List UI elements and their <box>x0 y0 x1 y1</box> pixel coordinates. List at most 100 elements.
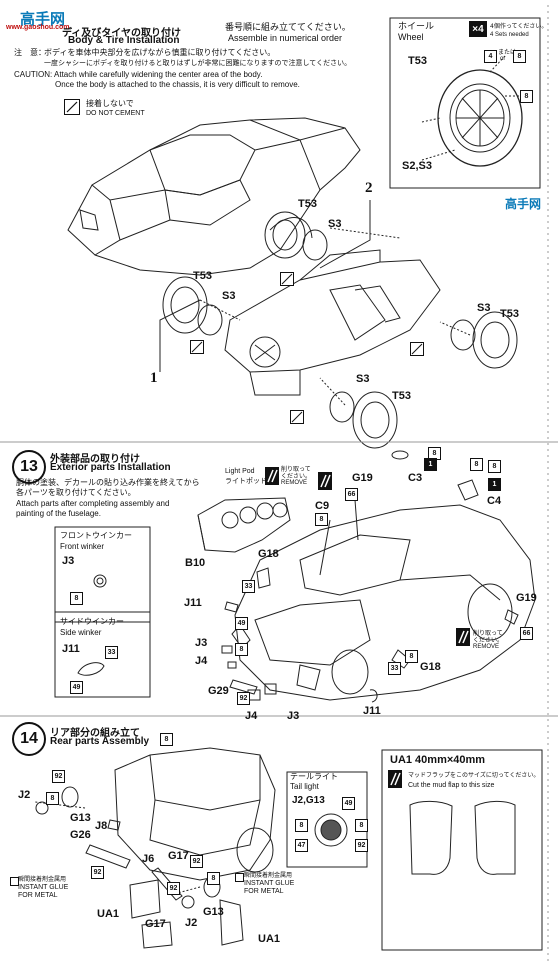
cut-icon <box>388 770 402 788</box>
label-t53-c: T53 <box>500 308 519 320</box>
color-chip-8: 8 <box>355 819 368 832</box>
step12-title-ja: ディ及びタイヤの取り付け <box>62 28 181 39</box>
watermark-chinese: 高手网 <box>20 10 66 28</box>
color-chip-33: 33 <box>388 662 401 675</box>
mud-flap-right <box>474 800 516 875</box>
car-exterior-outline <box>234 504 536 701</box>
label-g13-b: G13 <box>203 906 224 918</box>
color-chip-47: 47 <box>295 839 308 852</box>
instant-glue-en1-b: INSTANT GLUE <box>244 880 295 887</box>
label-s3-c: S3 <box>477 302 491 314</box>
remove-icon <box>456 628 470 646</box>
step13-note-en-2: painting of the fuselage. <box>16 509 101 518</box>
mud-flap-left <box>409 800 453 875</box>
step14-title-ja: リア部分の組み立て <box>50 728 140 739</box>
color-chip-92: 92 <box>91 866 104 879</box>
tail-light-en: Tail light <box>290 782 319 791</box>
color-chip-8: 8 <box>405 650 418 663</box>
remove-ja-2: ください。 <box>281 473 312 480</box>
step13-note-en-1: Attach parts after completing assembly a… <box>16 499 170 508</box>
label-s3-b: S3 <box>222 290 236 302</box>
front-winker-j3: J3 <box>62 555 75 567</box>
car-body-outline <box>67 117 361 276</box>
label-j11-b: J11 <box>363 705 381 717</box>
label-b10: B10 <box>185 557 206 569</box>
color-chip-8: 8 <box>520 90 533 103</box>
watermark-right: 高手网 <box>505 197 542 211</box>
color-chip-8: 8 <box>46 792 59 805</box>
color-chip-33: 33 <box>105 646 118 659</box>
label-c3: C3 <box>408 472 423 484</box>
label-s3-a: S3 <box>328 218 342 230</box>
step12-numerical-ja: 番号順に組み立ててください。 <box>225 23 351 33</box>
no-cement-icon <box>64 99 80 115</box>
wheel-or-ja: または <box>498 49 517 56</box>
glue-icon <box>10 877 19 886</box>
front-winker-ja: フロントウインカー <box>60 531 132 540</box>
label-c4: C4 <box>487 495 502 507</box>
color-chip-92: 92 <box>52 770 65 783</box>
label-g29: G29 <box>208 685 229 697</box>
label-g18-b: G18 <box>420 661 441 673</box>
label-j4-a: J4 <box>195 655 208 667</box>
label-j4-b: J4 <box>245 710 258 722</box>
instant-glue-en2-b: FOR METAL <box>244 888 284 895</box>
caution-ja-1: ボディを車体中央部分を広げながら慎重に取り付けてください。 <box>44 48 276 57</box>
glue-icon <box>235 873 244 882</box>
color-chip-66: 66 <box>345 488 358 501</box>
label-j2-b: J2 <box>185 917 198 929</box>
side-winker-j11: J11 <box>62 643 80 655</box>
mud-flap-ja: マッドフラップをこのサイズに切ってください。 <box>408 772 540 779</box>
color-chip-1: 1 <box>424 458 437 471</box>
remove-icon <box>265 467 279 485</box>
color-chip-49: 49 <box>342 797 355 810</box>
color-chip-8: 8 <box>207 872 220 885</box>
color-chip-1: 1 <box>488 478 501 491</box>
label-t53-d: T53 <box>392 390 411 402</box>
watermark: 高手网 <box>20 8 65 29</box>
color-chip-49: 49 <box>70 681 83 694</box>
color-chip-8: 8 <box>160 733 173 746</box>
label-j6: J6 <box>142 853 155 865</box>
label-j8: J8 <box>95 820 108 832</box>
color-chip-8: 8 <box>295 819 308 832</box>
color-chip-8: 8 <box>70 592 83 605</box>
color-chip-92: 92 <box>237 692 250 705</box>
color-chip-8: 8 <box>470 458 483 471</box>
wheel-qty-ja: 4個作ってください。 <box>490 23 548 30</box>
rear-body-outline <box>114 747 276 881</box>
chassis-outline <box>224 259 441 373</box>
mud-flap-en: Cut the mud flap to this size <box>408 782 495 789</box>
step12-title-en: Body & Tire Installation <box>68 35 180 46</box>
label-ua1-a: UA1 <box>97 908 120 920</box>
step13-note-ja-1: 胴体の塗装、デカールの貼り込み作業を終えてから <box>16 478 200 487</box>
front-winker-en: Front winker <box>60 542 105 551</box>
wheel-title-ja: ホイール <box>398 22 435 32</box>
instant-glue-ja-b: 瞬間接着剤金属用 <box>244 872 293 879</box>
remove-en-b: REMOVE <box>473 644 500 650</box>
wheel-t53: T53 <box>408 55 427 67</box>
label-t53-a: T53 <box>298 198 317 210</box>
color-chip-8: 8 <box>513 50 526 63</box>
label-j2-a: J2 <box>18 789 31 801</box>
step13-number: 13 <box>12 450 46 484</box>
side-winker-en: Side winker <box>60 628 102 637</box>
caution-en-2: Once the body is attached to the chassis… <box>55 80 300 89</box>
tail-light-ja: テールライト <box>290 772 338 781</box>
color-chip-4: 4 <box>484 50 497 63</box>
instant-glue-ja-a: 瞬間接着剤金属用 <box>18 876 67 883</box>
color-chip-92: 92 <box>167 882 180 895</box>
label-g13-a: G13 <box>70 812 91 824</box>
color-chip-92: 92 <box>355 839 368 852</box>
label-g17-b: G17 <box>145 918 166 930</box>
label-g26: G26 <box>70 829 91 841</box>
label-g19-b: G19 <box>516 592 537 604</box>
color-chip-49: 49 <box>235 617 248 630</box>
remove-ja-b: 削り取って <box>473 630 503 637</box>
light-pod-ja: ライトポッド <box>225 477 267 485</box>
caution-ja-2: 一度シャシーにボディを取り付けると取りはずしが非常に困難になりますので注意してく… <box>44 59 352 67</box>
label-j3-b: J3 <box>287 710 300 722</box>
light-pod-en: Light Pod <box>225 468 255 475</box>
color-chip-33: 33 <box>242 580 255 593</box>
label-ua1-b: UA1 <box>258 933 281 945</box>
